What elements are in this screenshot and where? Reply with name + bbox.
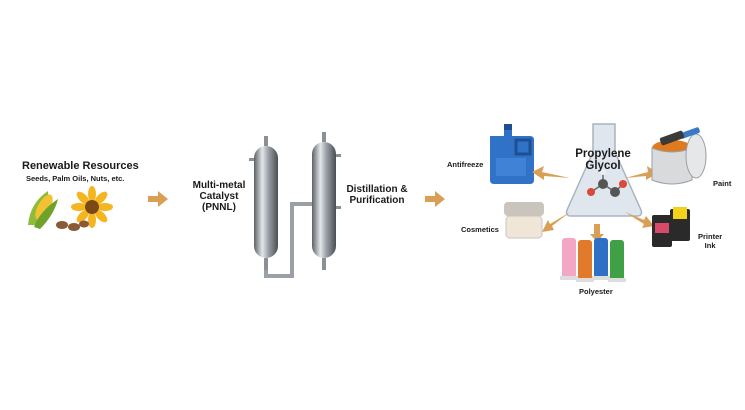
spool-blue — [592, 238, 610, 280]
corn-icon — [28, 191, 58, 229]
sunflower-icon — [71, 186, 113, 228]
distillation-label: Distillation & Purification — [343, 184, 411, 206]
antifreeze-jug-icon — [490, 124, 534, 184]
printer-ink-label: Printer Ink — [698, 232, 722, 250]
polyester-spools-icon — [560, 238, 626, 282]
catalyst-label: Multi-metal Catalyst (PNNL) — [188, 180, 250, 213]
arrow-antifreeze — [532, 166, 570, 180]
arrow-paint — [625, 166, 658, 180]
polyester-label: Polyester — [579, 287, 613, 296]
product-line1: Propylene — [575, 148, 631, 160]
reactor-columns-illustration — [249, 132, 341, 278]
propylene-glycol-label: Propylene Glycol — [562, 148, 644, 172]
cosmetics-label: Cosmetics — [461, 225, 499, 234]
paint-label: Paint — [713, 179, 732, 188]
renewable-resources-illustration — [28, 186, 113, 231]
distillation-line2: Purification — [349, 195, 405, 206]
printer-line2: Ink — [704, 241, 716, 250]
product-arrows — [532, 166, 658, 242]
paint-can-icon — [651, 127, 707, 185]
arrow-to-products — [425, 191, 445, 207]
catalyst-line3: (PNNL) — [202, 202, 236, 213]
arrow-polyester — [590, 224, 604, 242]
renewable-subtitle: Seeds, Palm Oils, Nuts, etc. — [26, 174, 125, 183]
product-line2: Glycol — [585, 160, 621, 172]
catalyst-line2: Catalyst — [199, 191, 239, 202]
reactor-column-1 — [249, 136, 278, 270]
renewable-title: Renewable Resources — [22, 160, 139, 172]
spool-orange — [576, 240, 594, 282]
arrow-cosmetics — [542, 212, 570, 232]
connecting-pipe — [264, 202, 312, 278]
reactor-column-2 — [312, 132, 341, 270]
antifreeze-label: Antifreeze — [447, 160, 484, 169]
spool-pink — [560, 238, 578, 280]
printer-line1: Printer — [698, 232, 723, 241]
printer-ink-icon — [652, 207, 690, 247]
spool-green — [608, 240, 626, 282]
arrow-to-catalyst — [148, 191, 168, 207]
catalyst-line1: Multi-metal — [192, 180, 246, 191]
cosmetics-jar-icon — [504, 202, 544, 239]
flask-icon — [565, 123, 643, 217]
arrow-printer — [625, 212, 654, 228]
nuts-icon — [56, 220, 89, 231]
distillation-line1: Distillation & — [346, 184, 408, 195]
